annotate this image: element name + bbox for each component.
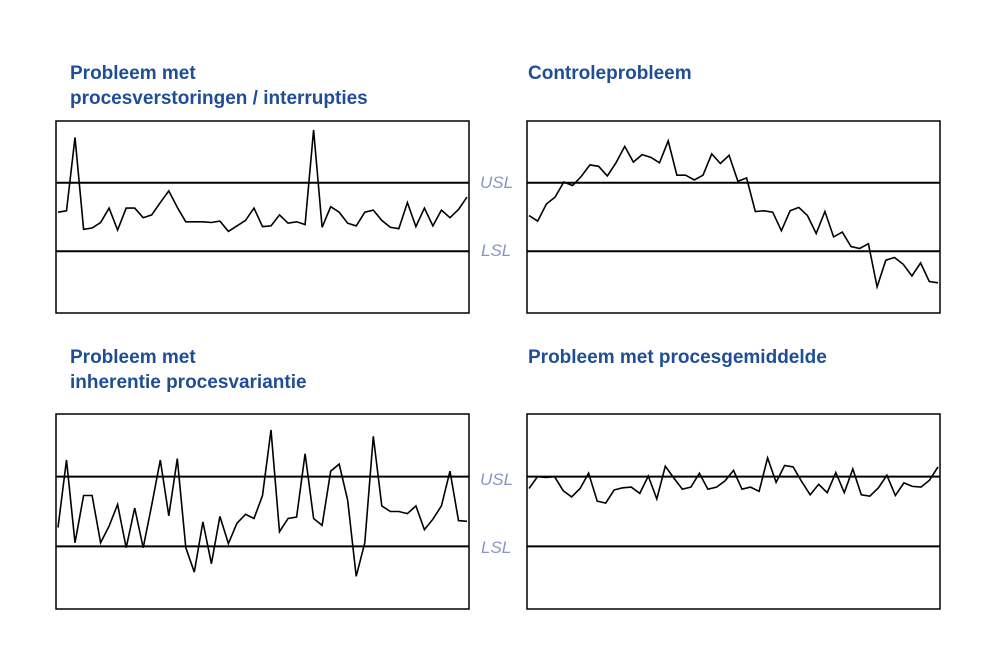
chart-title-line: inherentie procesvariantie [70, 372, 307, 393]
chart-title-control: Controleprobleem [528, 61, 692, 86]
chart-title-line: Controleprobleem [528, 63, 692, 84]
series-line [528, 455, 939, 505]
lsl-label: LSL [481, 538, 512, 557]
plot-frame [55, 120, 470, 314]
usl-label: USL [480, 173, 514, 192]
chart-title-mean: Probleem met procesgemiddelde [528, 345, 827, 370]
plot-frame [55, 413, 470, 610]
plot-frame [526, 120, 941, 314]
lsl-label: LSL [481, 241, 512, 260]
control-chart [526, 413, 941, 610]
series-line [57, 129, 468, 233]
control-chart [526, 120, 941, 314]
chart-title-line: Probleem met [70, 63, 196, 84]
chart-title-line: Probleem met procesgemiddelde [528, 347, 827, 368]
control-chart [55, 413, 470, 610]
usl-label: USL [480, 470, 514, 489]
control-chart [55, 120, 470, 314]
chart-title-line: procesverstoringen / interrupties [70, 88, 368, 109]
chart-title-interruptions: Probleem met procesverstoringen / interr… [70, 61, 368, 111]
plot-frame [526, 413, 941, 610]
series-line [57, 429, 468, 577]
chart-title-line: Probleem met [70, 347, 196, 368]
chart-title-variance: Probleem met inherentie procesvariantie [70, 345, 307, 395]
series-line [528, 138, 939, 291]
